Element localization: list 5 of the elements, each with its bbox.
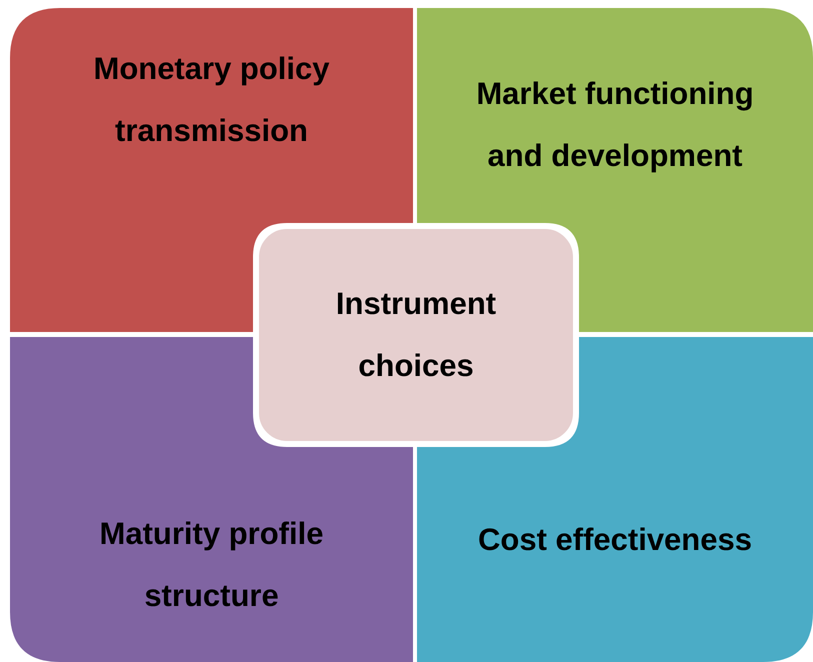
panel-title: Monetary policy transmission (92, 50, 330, 150)
panel-title: Cost effectiveness (478, 520, 752, 558)
panel-title: Market functioning and development (475, 75, 755, 175)
panel-title: Maturity profile structure (98, 514, 324, 614)
panel-title: Instrument choices (334, 285, 498, 385)
